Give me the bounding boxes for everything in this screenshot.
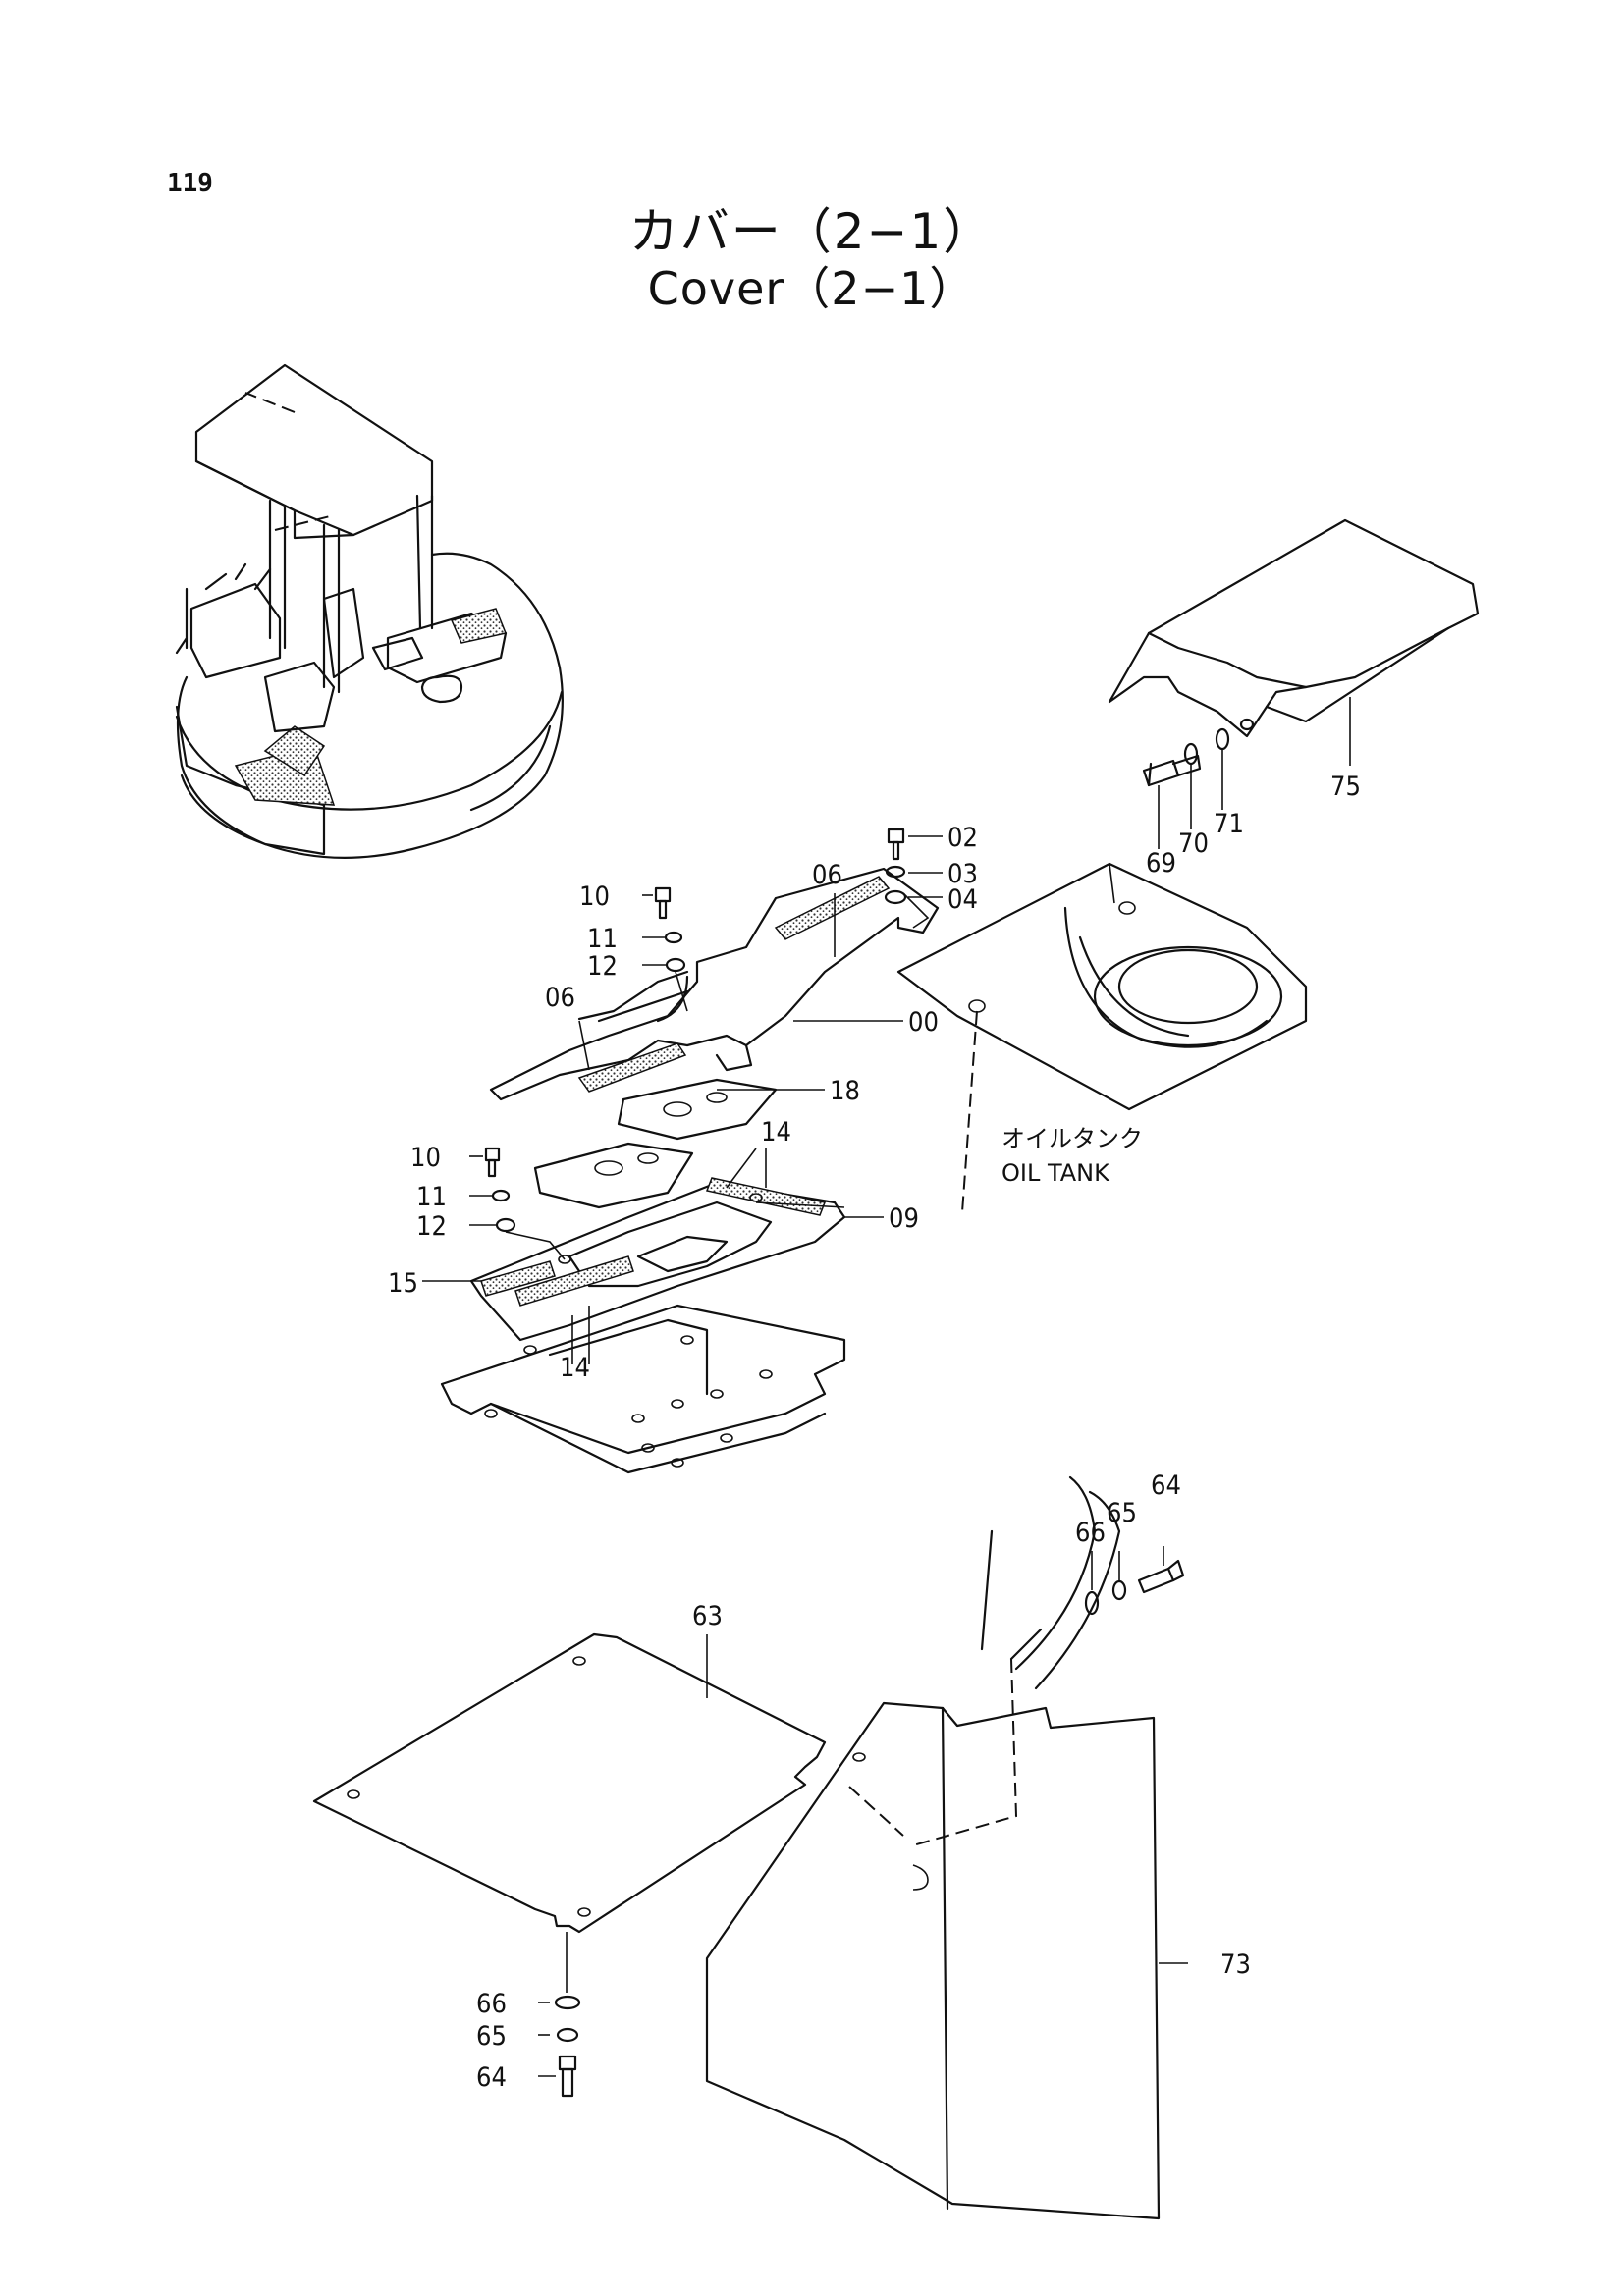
hardware-69-70-71	[1142, 697, 1351, 849]
hardware-64-65-66-lower	[554, 1995, 581, 2098]
callout-71: 71	[1214, 809, 1244, 839]
callout-73: 73	[1220, 1949, 1251, 1980]
leader-lines	[422, 835, 1188, 2077]
callout-02: 02	[947, 823, 978, 853]
callout-66-upper: 66	[1075, 1518, 1106, 1548]
callout-14-upper: 14	[761, 1117, 791, 1148]
callout-14-lower: 14	[560, 1353, 590, 1383]
callout-70: 70	[1178, 828, 1209, 859]
callout-75: 75	[1330, 772, 1361, 802]
hardware-10-11-12-upper	[654, 886, 688, 1012]
part-18-pads	[533, 1078, 778, 1209]
title-english: Cover（2−1）	[647, 262, 976, 315]
hardware-64-65-66-upper	[1084, 1559, 1185, 1616]
part-75-top-cover	[1108, 518, 1480, 738]
callout-63: 63	[692, 1601, 723, 1631]
callout-12-lower: 12	[416, 1211, 447, 1242]
callout-66-lower: 66	[476, 1989, 507, 2019]
title-japanese: カバー（2−1）	[628, 203, 995, 260]
callout-11-upper: 11	[587, 924, 618, 954]
page-number: 119	[167, 169, 213, 198]
callout-15: 15	[388, 1268, 418, 1299]
oil-tank-label-jp: オイルタンク	[1001, 1125, 1143, 1152]
callout-65-upper: 65	[1107, 1498, 1137, 1528]
callout-65-lower: 65	[476, 2021, 507, 2052]
machine-overview-illustration	[175, 363, 564, 859]
callout-10-upper: 10	[579, 881, 610, 912]
hardware-10-11-12-lower	[484, 1147, 566, 1260]
callout-03: 03	[947, 859, 978, 889]
callout-69: 69	[1146, 848, 1176, 879]
callout-11-lower: 11	[416, 1182, 447, 1212]
callout-10-lower: 10	[410, 1143, 441, 1173]
part-63-plate	[312, 1632, 904, 1993]
part-00-bracket	[489, 867, 940, 1101]
oil-tank-plate	[896, 862, 1308, 1213]
callout-06-upper: 06	[812, 860, 842, 890]
part-73-side-panel	[705, 1475, 1161, 2220]
callout-18: 18	[830, 1076, 860, 1106]
hardware-02-03-04	[884, 828, 907, 905]
callout-64-upper: 64	[1151, 1470, 1181, 1501]
callout-04: 04	[947, 884, 978, 915]
callout-09: 09	[889, 1203, 919, 1234]
callout-64-lower: 64	[476, 2062, 507, 2093]
oil-tank-label-en: OIL TANK	[1001, 1159, 1110, 1187]
callout-12-upper: 12	[587, 951, 618, 982]
part-09-frame	[469, 1177, 846, 1342]
callout-00: 00	[908, 1007, 939, 1038]
base-bracket	[440, 1304, 846, 1474]
callout-06-lower: 06	[545, 983, 575, 1013]
